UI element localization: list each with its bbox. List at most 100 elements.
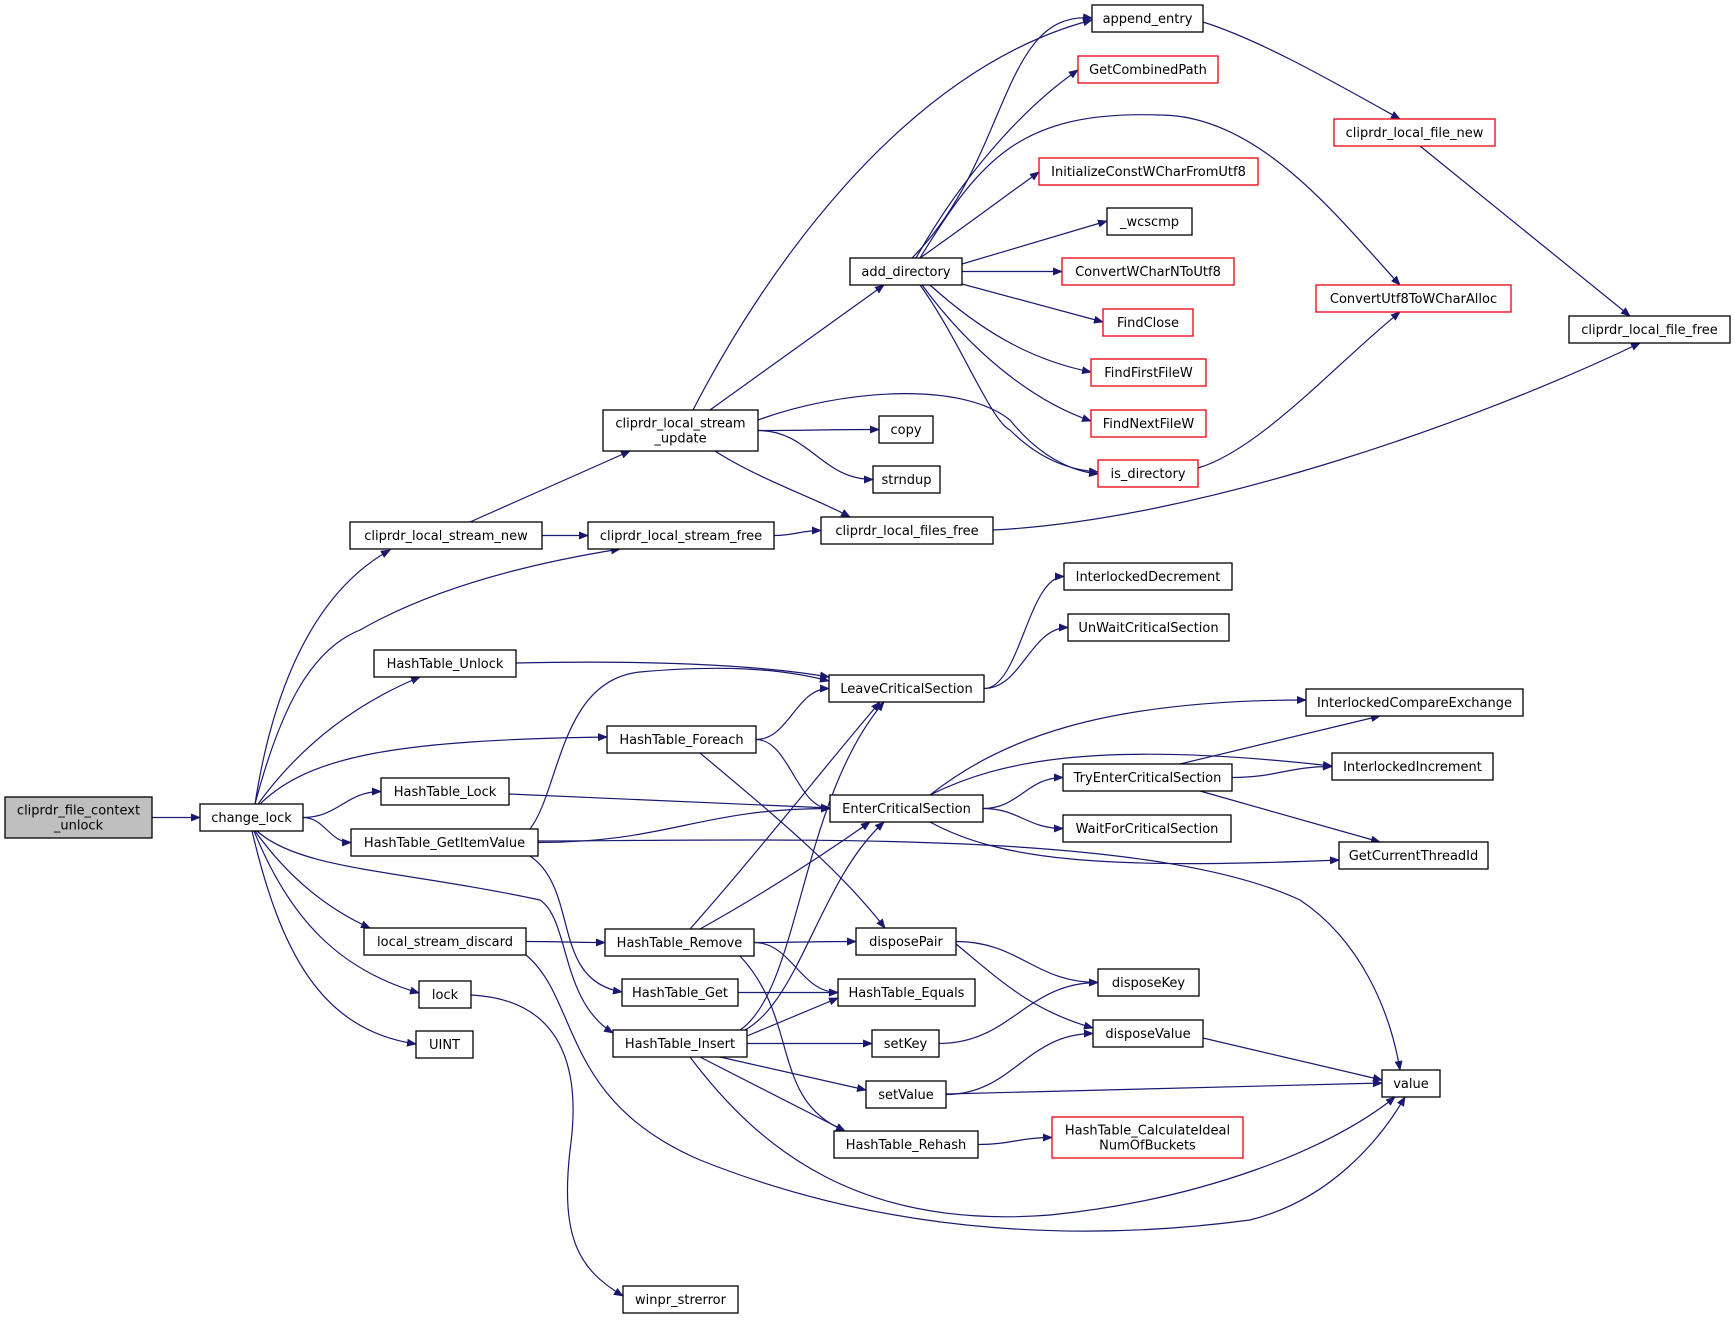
node-box xyxy=(837,978,976,1007)
node-add-directory[interactable]: add_directory xyxy=(849,257,963,286)
edge-HashTable_Insert-to-HashTable_Rehash xyxy=(699,1056,846,1132)
edge-change_lock-to-UINT xyxy=(251,830,417,1047)
node-cliprdr-local-files-free[interactable]: cliprdr_local_files_free xyxy=(820,516,994,545)
node-box xyxy=(612,1029,748,1058)
node-InterlockedDecrement[interactable]: InterlockedDecrement xyxy=(1063,562,1233,591)
node-box xyxy=(1102,308,1194,337)
node-HashTable-Insert[interactable]: HashTable_Insert xyxy=(612,1029,748,1058)
node-label: HashTable_GetItemValue xyxy=(364,836,525,851)
node-InterlockedIncrement[interactable]: InterlockedIncrement xyxy=(1331,752,1494,781)
edge-cliprdr_local_stream_new-to-cliprdr_local_stream_update xyxy=(469,450,631,523)
edge-cliprdr_local_stream_update-to-copy xyxy=(757,425,880,434)
node-cliprdr-file-context-unlock[interactable]: cliprdr_file_context_unlock xyxy=(4,796,153,839)
node-change-lock[interactable]: change_lock xyxy=(199,803,304,832)
node-ConvertWCharNToUtf8[interactable]: ConvertWCharNToUtf8 xyxy=(1061,257,1235,286)
node-disposePair[interactable]: disposePair xyxy=(855,927,957,956)
node-copy[interactable]: copy xyxy=(878,415,934,444)
node-box xyxy=(1333,118,1496,147)
node-box xyxy=(833,1130,979,1159)
node-UnWaitCriticalSection[interactable]: UnWaitCriticalSection xyxy=(1067,613,1230,642)
node-box xyxy=(1338,841,1489,870)
edge-HashTable_GetItemValue-to-value xyxy=(537,839,1403,1071)
edge-add_directory-to-append_entry xyxy=(911,13,1093,259)
node-label: NumOfBuckets xyxy=(1099,1139,1196,1154)
node-EnterCriticalSection[interactable]: EnterCriticalSection xyxy=(829,794,984,823)
node-label: setValue xyxy=(878,1088,934,1103)
node-UINT[interactable]: UINT xyxy=(415,1030,474,1059)
node-local-stream-discard[interactable]: local_stream_discard xyxy=(363,927,527,956)
edge-EnterCriticalSection-to-WaitForCriticalSection xyxy=(982,807,1064,833)
node-InterlockedCompareExchange[interactable]: InterlockedCompareExchange xyxy=(1305,688,1524,717)
edge-change_lock-to-HashTable_Foreach xyxy=(259,733,608,805)
node-box xyxy=(622,1285,739,1314)
edge-cliprdr_local_stream_update-to-strndup xyxy=(757,429,874,484)
node-ConvertUtf8ToWCharAlloc[interactable]: ConvertUtf8ToWCharAlloc xyxy=(1315,284,1512,313)
node-cliprdr-local-stream-update[interactable]: cliprdr_local_stream_update xyxy=(602,409,759,452)
node-GetCurrentThreadId[interactable]: GetCurrentThreadId xyxy=(1338,841,1489,870)
node-FindNextFileW[interactable]: FindNextFileW xyxy=(1090,409,1207,438)
edge-HashTable_Remove-to-disposePair xyxy=(753,937,857,946)
edge-TryEnterCriticalSection-to-GetCurrentThreadId xyxy=(1199,790,1381,844)
node-HashTable-Equals[interactable]: HashTable_Equals xyxy=(837,978,976,1007)
edge-HashTable_Rehash-to-HashTable_CalculateIdealNumOfBuckets xyxy=(977,1133,1053,1146)
node-HashTable-Remove[interactable]: HashTable_Remove xyxy=(604,928,755,957)
node-box xyxy=(1106,207,1193,236)
node-HashTable-Unlock[interactable]: HashTable_Unlock xyxy=(373,649,517,678)
node-label: HashTable_Unlock xyxy=(387,657,504,672)
node-InitializeConstWCharFromUtf8[interactable]: InitializeConstWCharFromUtf8 xyxy=(1038,157,1259,186)
node--wcscmp[interactable]: _wcscmp xyxy=(1106,207,1193,236)
node-label: strndup xyxy=(882,473,932,488)
node-value[interactable]: value xyxy=(1381,1069,1441,1098)
node-GetCombinedPath[interactable]: GetCombinedPath xyxy=(1077,55,1219,84)
node-setValue[interactable]: setValue xyxy=(865,1080,947,1109)
edge-change_lock-to-lock xyxy=(253,830,420,995)
node-label: FindFirstFileW xyxy=(1104,366,1193,381)
node-label: LeaveCriticalSection xyxy=(840,682,972,697)
node-is-directory[interactable]: is_directory xyxy=(1097,459,1199,488)
node-setKey[interactable]: setKey xyxy=(871,1029,940,1058)
node-label: cliprdr_local_file_new xyxy=(1346,126,1484,141)
node-box xyxy=(1091,4,1204,33)
node-box xyxy=(1097,968,1200,997)
node-WaitForCriticalSection[interactable]: WaitForCriticalSection xyxy=(1062,814,1232,843)
node-box xyxy=(828,674,985,703)
edge-layer xyxy=(152,13,1641,1297)
node-box xyxy=(865,1080,947,1109)
node-TryEnterCriticalSection[interactable]: TryEnterCriticalSection xyxy=(1062,763,1233,792)
node-cliprdr-local-stream-new[interactable]: cliprdr_local_stream_new xyxy=(349,521,543,550)
edge-cliprdr_local_stream_update-to-append_entry xyxy=(692,18,1093,411)
node-label: WaitForCriticalSection xyxy=(1076,822,1219,837)
node-HashTable-Rehash[interactable]: HashTable_Rehash xyxy=(833,1130,979,1159)
node-label: cliprdr_local_files_free xyxy=(835,524,978,539)
node-box xyxy=(849,257,963,286)
node-cliprdr-local-stream-free[interactable]: cliprdr_local_stream_free xyxy=(587,521,775,550)
node-HashTable-Get[interactable]: HashTable_Get xyxy=(621,978,739,1007)
node-layer: cliprdr_file_context_unlock change_lock cl… xyxy=(4,4,1731,1314)
node-HashTable-GetItemValue[interactable]: HashTable_GetItemValue xyxy=(350,828,539,857)
node-FindFirstFileW[interactable]: FindFirstFileW xyxy=(1090,358,1207,387)
edge-append_entry-to-cliprdr_local_file_new xyxy=(1202,21,1401,120)
edge-cliprdr_local_stream_update-to-add_directory xyxy=(709,284,885,411)
node-LeaveCriticalSection[interactable]: LeaveCriticalSection xyxy=(828,674,985,703)
node-winpr-strerror[interactable]: winpr_strerror xyxy=(622,1285,739,1314)
node-cliprdr-local-file-new[interactable]: cliprdr_local_file_new xyxy=(1333,118,1496,147)
node-label: GetCurrentThreadId xyxy=(1349,849,1479,864)
node-append-entry[interactable]: append_entry xyxy=(1091,4,1204,33)
node-disposeKey[interactable]: disposeKey xyxy=(1097,968,1200,997)
node-strndup[interactable]: strndup xyxy=(872,465,941,494)
edge-local_stream_discard-to-value xyxy=(525,954,1406,1232)
node-label: UINT xyxy=(429,1038,460,1053)
node-label: cliprdr_local_file_free xyxy=(1581,323,1718,338)
node-HashTable-Lock[interactable]: HashTable_Lock xyxy=(380,777,510,806)
node-label: value xyxy=(1393,1077,1429,1092)
node-FindClose[interactable]: FindClose xyxy=(1102,308,1194,337)
node-lock[interactable]: lock xyxy=(418,980,472,1009)
node-disposeValue[interactable]: disposeValue xyxy=(1092,1019,1204,1048)
node-HashTable-Foreach[interactable]: HashTable_Foreach xyxy=(606,725,757,754)
node-cliprdr-local-file-free[interactable]: cliprdr_local_file_free xyxy=(1568,315,1731,344)
node-box xyxy=(1097,459,1199,488)
node-box xyxy=(1568,315,1731,344)
edge-add_directory-to-ConvertUtf8ToWCharAlloc xyxy=(919,114,1401,286)
